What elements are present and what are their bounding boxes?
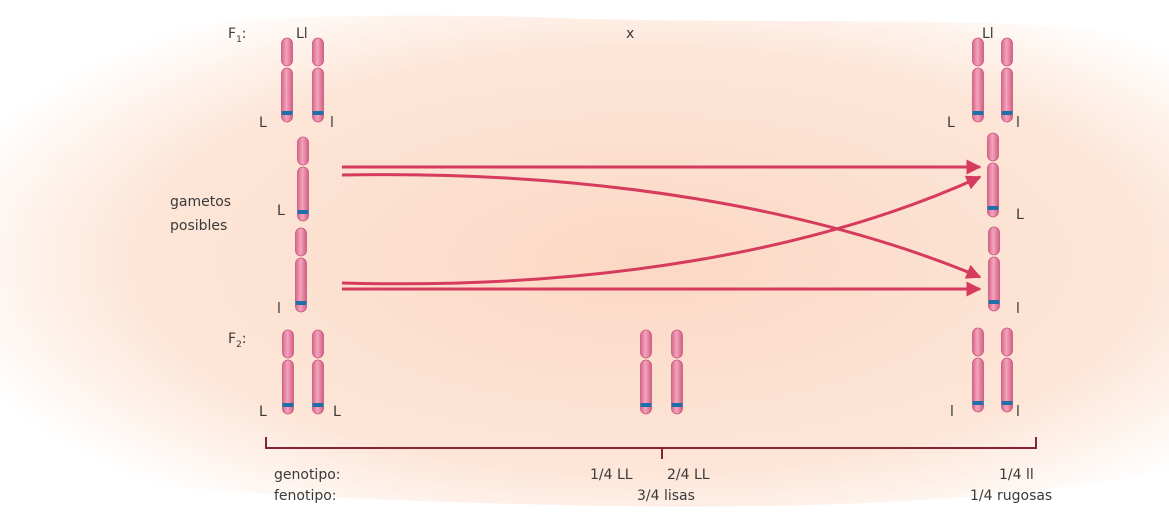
genotype-Ll: 2/4 LL [667, 467, 710, 483]
allele-label: L [277, 203, 285, 219]
genotype-label: genotipo: [274, 467, 341, 483]
allele-label: L [947, 115, 955, 131]
chromosome [282, 329, 294, 415]
phenotype-label: fenotipo: [274, 488, 337, 504]
allele-band [987, 206, 999, 210]
chromosome [312, 37, 324, 123]
cross-symbol: x [626, 26, 634, 42]
parent-right-genotype: Ll [982, 26, 994, 42]
allele-band [295, 301, 307, 305]
allele-band [312, 403, 324, 407]
allele-band [972, 401, 984, 405]
allele-label: l [950, 404, 954, 420]
genotype-LL: 1/4 LL [590, 467, 633, 483]
allele-label: L [1016, 207, 1024, 223]
f2-label: F2: [228, 331, 247, 350]
allele-band [312, 111, 324, 115]
chromosome [1001, 327, 1013, 413]
phenotype-recessive: 1/4 rugosas [970, 488, 1052, 504]
chromosome [281, 37, 293, 123]
gamete-arrows [341, 159, 982, 297]
phenotype-dominant: 3/4 lisas [637, 488, 695, 504]
allele-band [640, 403, 652, 407]
parent-left-genotype: Ll [296, 26, 308, 42]
allele-label: l [277, 301, 281, 317]
chromosome [987, 132, 999, 218]
allele-band [671, 403, 683, 407]
chromosome [295, 227, 307, 313]
chromosome [312, 329, 324, 415]
allele-label: L [333, 404, 341, 420]
allele-label: L [259, 404, 267, 420]
chromosome [988, 226, 1000, 312]
results-bracket [265, 437, 1037, 459]
allele-band [988, 300, 1000, 304]
allele-label: L [259, 115, 267, 131]
allele-band [281, 111, 293, 115]
chromosome [671, 329, 683, 415]
gametes-label-line2: posibles [170, 218, 227, 234]
chromosomes [281, 37, 1013, 415]
arrow-L-to-l [341, 173, 982, 279]
f1-label: F1: [228, 26, 247, 45]
allele-band [972, 111, 984, 115]
allele-label: l [1016, 301, 1020, 317]
allele-band [1001, 111, 1013, 115]
allele-band [282, 403, 294, 407]
allele-label: l [1016, 115, 1020, 131]
allele-band [297, 210, 309, 214]
allele-label: l [330, 115, 334, 131]
chromosome [640, 329, 652, 415]
chromosome [1001, 37, 1013, 123]
allele-label: l [1016, 404, 1020, 420]
genotype-ll: 1/4 ll [999, 467, 1034, 483]
arrow-l-to-L [341, 175, 982, 286]
chromosome [972, 327, 984, 413]
gametes-label-line1: gametos [170, 194, 231, 210]
allele-band [1001, 401, 1013, 405]
chromosome [297, 136, 309, 222]
chromosome [972, 37, 984, 123]
